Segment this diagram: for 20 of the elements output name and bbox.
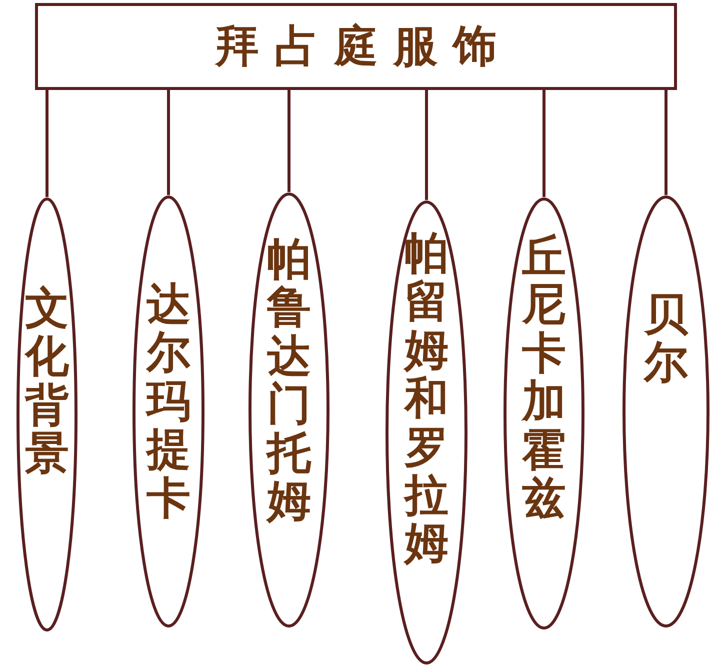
ellipse-node xyxy=(622,195,710,628)
vertical-label: 贝尔 xyxy=(644,291,688,388)
ellipse-node xyxy=(132,195,205,628)
vertical-label: 达尔玛提卡 xyxy=(146,281,190,523)
vertical-label: 文化背景 xyxy=(25,285,69,479)
ellipse-node xyxy=(503,197,585,630)
connector-line xyxy=(425,90,428,200)
ellipse-node xyxy=(385,200,468,665)
connector-line xyxy=(288,90,290,192)
connector-line xyxy=(46,90,48,197)
ellipse-node xyxy=(16,197,78,632)
title-text: 拜占庭服饰 xyxy=(214,20,512,74)
vertical-label: 丘尼卡加霍兹 xyxy=(522,233,566,524)
connector-line xyxy=(167,90,170,195)
connector-line xyxy=(664,90,668,195)
vertical-label: 帕留姆和罗拉姆 xyxy=(404,230,448,569)
connector-line xyxy=(542,90,546,197)
title-box xyxy=(35,3,677,90)
vertical-label: 帕鲁达门托姆 xyxy=(267,236,311,526)
ellipse-node xyxy=(248,192,330,628)
